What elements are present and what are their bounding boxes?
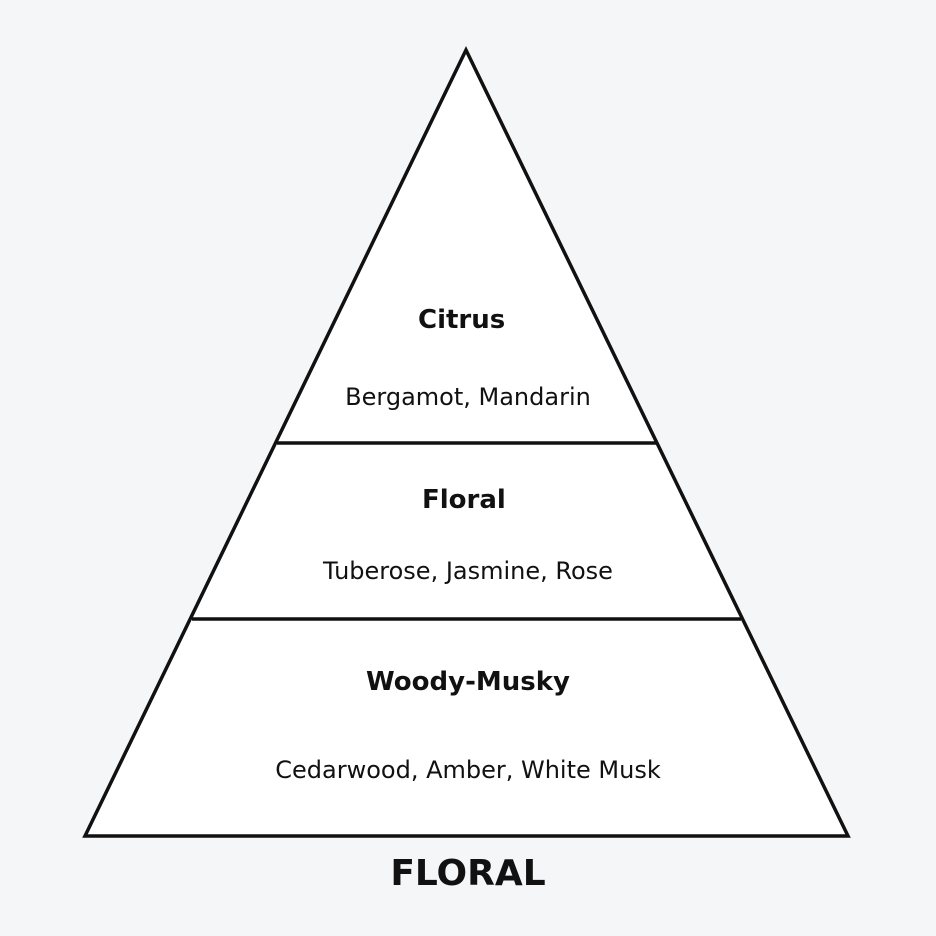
base-tier-notes: Cedarwood, Amber, White Musk xyxy=(275,756,661,784)
middle-tier-notes: Tuberose, Jasmine, Rose xyxy=(323,557,613,585)
middle-tier-title: Floral xyxy=(422,485,506,515)
top-tier-title: Citrus xyxy=(418,305,506,335)
base-tier-title: Woody-Musky xyxy=(366,667,570,697)
top-tier-notes: Bergamot, Mandarin xyxy=(345,383,591,411)
fragrance-family-label: FLORAL xyxy=(390,853,546,894)
